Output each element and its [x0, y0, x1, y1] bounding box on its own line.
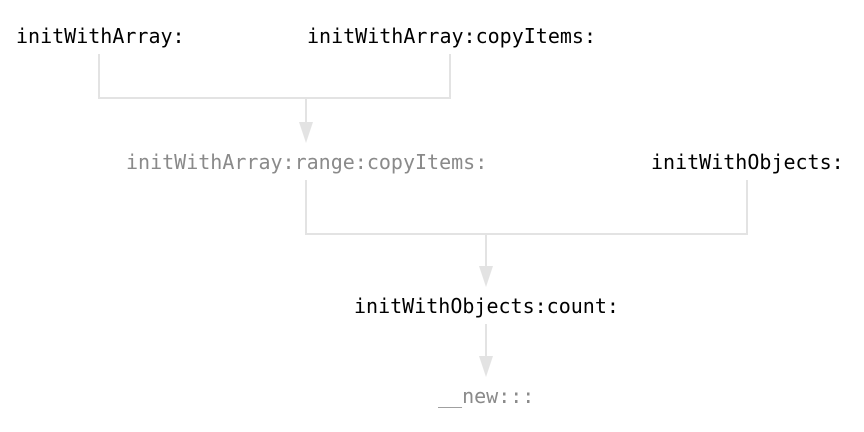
node-new: __new:::: [438, 384, 535, 408]
node-init-with-array-copy-items: initWithArray:copyItems:: [307, 24, 596, 48]
arrowhead-to-new: [479, 356, 493, 377]
node-init-with-array: initWithArray:: [16, 24, 185, 48]
node-init-with-objects: initWithObjects:: [651, 150, 844, 174]
node-init-with-array-range-copy-items: initWithArray:range:copyItems:: [126, 150, 488, 174]
arrowhead-to-range: [299, 122, 313, 143]
node-init-with-objects-count: initWithObjects:count:: [354, 294, 619, 318]
edge-init-with-array-to-range: [98, 54, 306, 99]
edge-range-to-objects-count: [305, 180, 486, 235]
edge-objects-to-objects-count: [486, 180, 748, 235]
arrowhead-to-objects-count: [479, 266, 493, 287]
edge-copy-items-to-range: [306, 54, 451, 99]
